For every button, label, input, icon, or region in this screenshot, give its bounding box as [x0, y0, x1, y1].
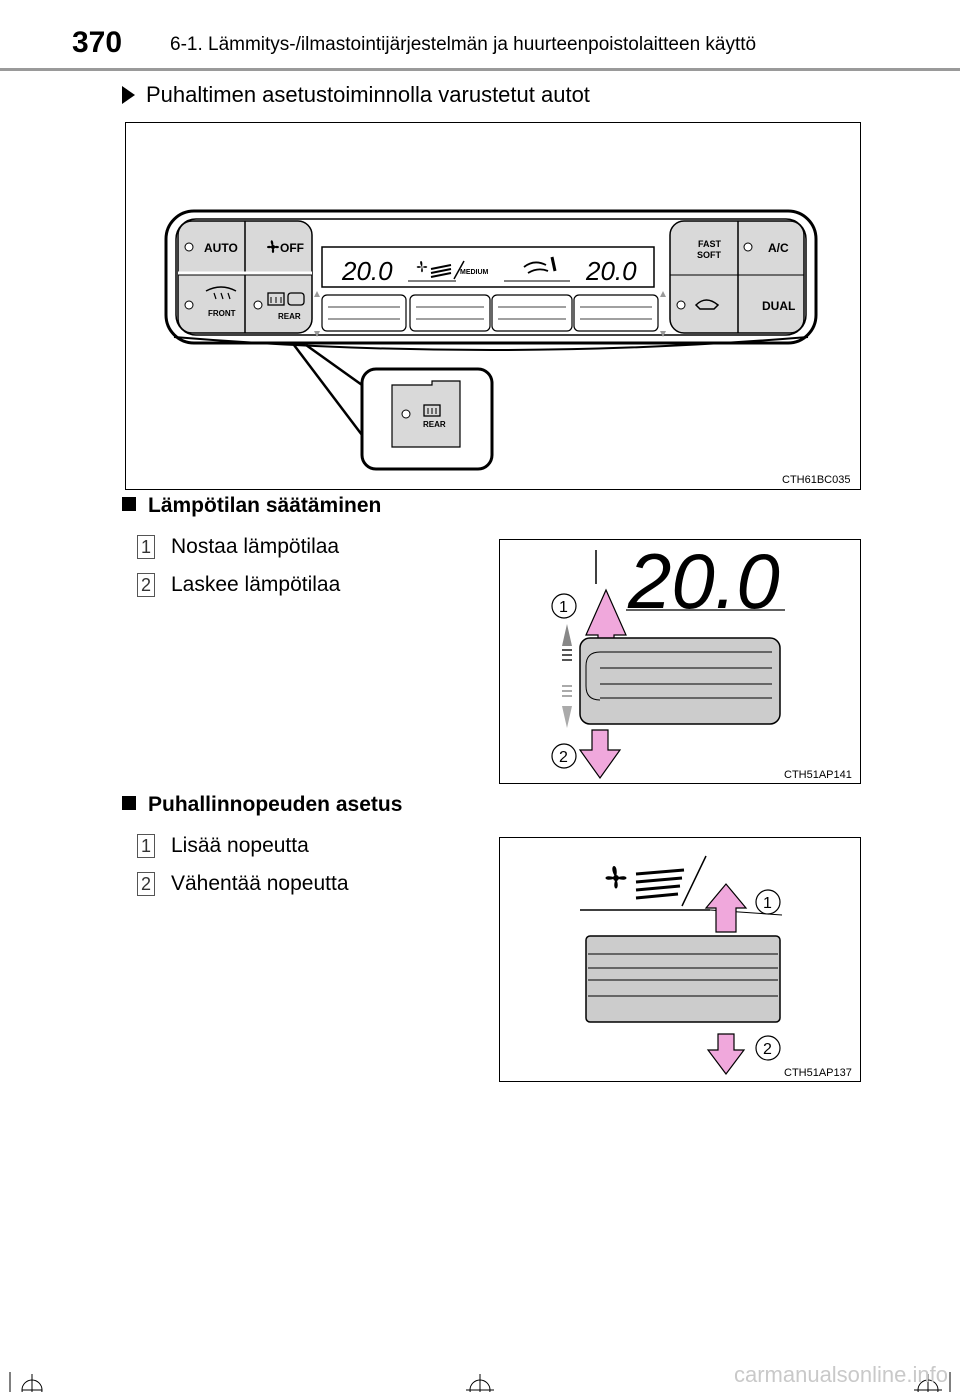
section-subtitle: Puhaltimen asetustoiminnolla varustetut … [146, 82, 590, 107]
temperature-readout: 20.0 [627, 540, 780, 625]
figure-code: CTH51AP137 [784, 1067, 852, 1079]
up-arrow-label: 1 [763, 895, 772, 912]
up-arrow-label: 1 [559, 599, 568, 616]
bullet-arrow-icon [122, 86, 135, 104]
control-panel-illustration: AUTO OFF FRONT REAR FAST SOFT A/C DUAL 2… [164, 209, 850, 486]
fan-mode-readout: MEDIUM [460, 269, 489, 276]
ac-button-label: A/C [768, 241, 789, 255]
temperature-item-2: Laskee lämpötilaa [171, 573, 341, 596]
temperature-heading: Lämpötilan säätäminen [122, 494, 381, 518]
temperature-figure: 20.0 1 2 CTH51AP141 [499, 537, 861, 784]
fan-item-1: Lisää nopeutta [171, 834, 309, 857]
soft-label: SOFT [697, 250, 722, 260]
fast-label: FAST [698, 239, 722, 249]
page-header-title: 6-1. Lämmitys-/ilmastointijärjestelmän j… [170, 34, 757, 55]
dual-button-label: DUAL [762, 299, 795, 313]
temperature-heading-text: Lämpötilan säätäminen [148, 494, 382, 517]
page-number: 370 [72, 26, 123, 59]
fan-figure: 1 2 CTH51AP137 [499, 837, 861, 1082]
item-number-badge: 2 [137, 573, 155, 597]
section-square-icon [122, 497, 136, 511]
control-panel-figure: AUTO OFF FRONT REAR FAST SOFT A/C DUAL 2… [125, 122, 861, 490]
left-temp-readout: 20.0 [341, 256, 393, 286]
figure-code: CTH51AP141 [784, 769, 852, 781]
fan-item-2: Vähentää nopeutta [171, 872, 349, 895]
item-number-badge: 1 [137, 535, 155, 559]
fan-illustration: 1 2 CTH51AP137 [580, 855, 852, 1079]
temperature-item-1: Nostaa lämpötilaa [171, 535, 340, 558]
figure-code: CTH61BC035 [782, 474, 850, 486]
item-number-badge: 2 [137, 872, 155, 896]
rear-button-label: REAR [278, 312, 301, 321]
crop-marks [9, 1372, 951, 1392]
section-square-icon [122, 796, 136, 810]
callout-rear-label: REAR [423, 420, 446, 429]
front-button-label: FRONT [208, 309, 236, 318]
watermark-url: carmanualsonline.info [733, 1362, 948, 1387]
temperature-illustration: 20.0 1 2 CTH51AP141 [551, 537, 852, 781]
down-arrow-label: 2 [763, 1041, 772, 1058]
down-arrow-label: 2 [559, 749, 568, 766]
fan-heading: Puhallinnopeuden asetus [122, 793, 402, 817]
right-temp-readout: 20.0 [585, 256, 637, 286]
auto-button-label: AUTO [204, 241, 238, 255]
fan-heading-text: Puhallinnopeuden asetus [148, 793, 403, 816]
fan-icon [605, 865, 627, 889]
header-divider [0, 68, 960, 71]
off-button-label: OFF [280, 241, 304, 255]
item-number-badge: 1 [137, 834, 155, 858]
